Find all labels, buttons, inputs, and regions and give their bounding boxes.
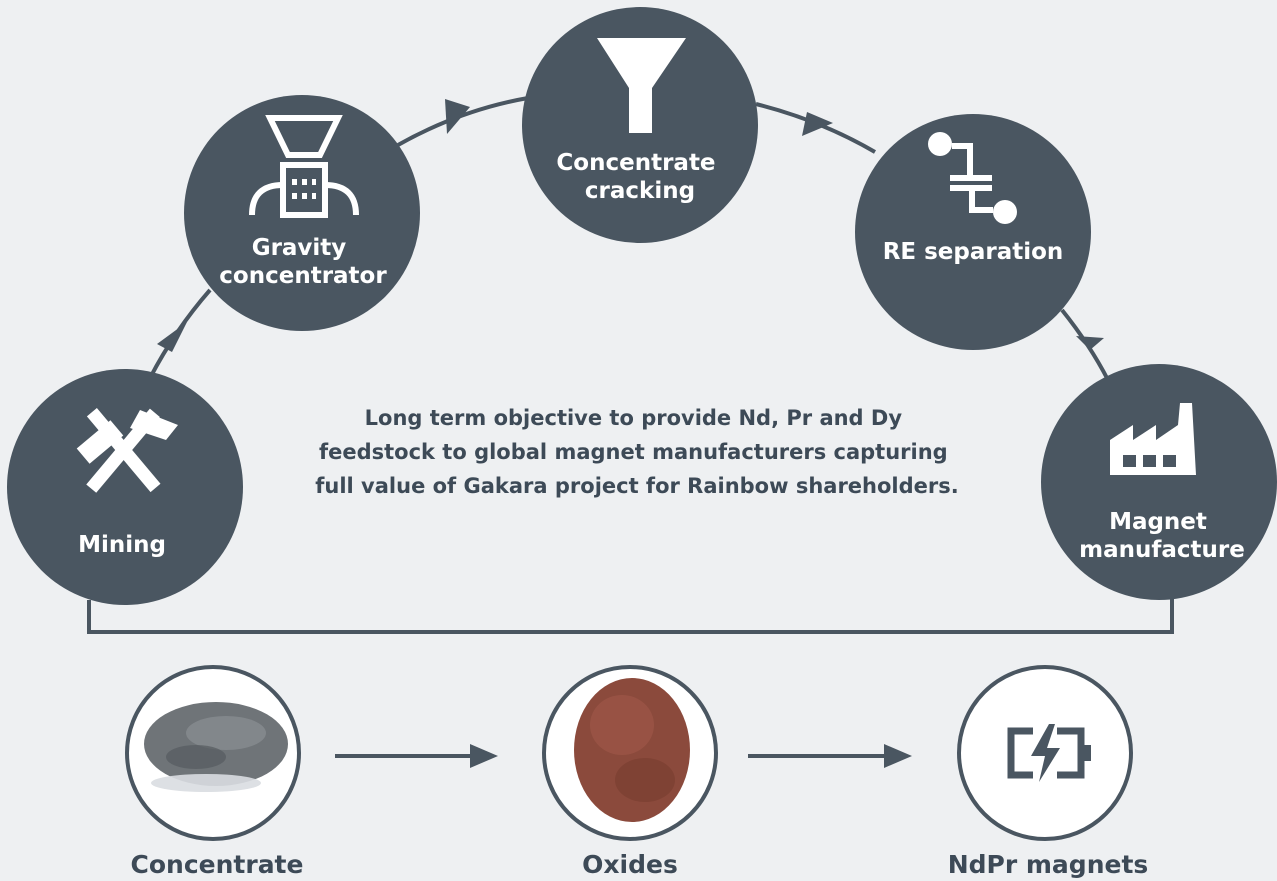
gravity-concentrator-icon	[249, 115, 359, 218]
arrowhead-to-magnet	[1076, 336, 1104, 350]
node-circle	[855, 114, 1091, 350]
battery-charging-icon	[1007, 724, 1091, 782]
node-re-separation: RE separation	[855, 114, 1091, 350]
svg-text:Concentrate cracking: Concentrate cracking	[556, 150, 723, 204]
node-label-line: manufacture	[1079, 537, 1245, 563]
product-label: Oxides	[582, 850, 678, 879]
node-label-line: Magnet	[1109, 509, 1207, 535]
arrowheads	[157, 99, 1104, 352]
product-oxides: Oxides	[542, 665, 718, 879]
node-concentrate-cracking: Concentrate cracking	[522, 7, 758, 243]
product-label: NdPr magnets	[948, 850, 1149, 879]
crossed-hammers-icon	[76, 407, 178, 493]
product-label: Concentrate	[131, 850, 304, 879]
svg-text:RE separation: RE separation	[883, 239, 1064, 265]
objective-statement: Long term objective to provide Nd, Pr an…	[315, 406, 958, 498]
objective-line: feedstock to global magnet manufacturers…	[319, 440, 948, 464]
flow-arrow-1	[335, 744, 498, 768]
funnel-icon	[597, 38, 686, 133]
node-label-line: Gravity	[252, 235, 347, 261]
objective-line: Long term objective to provide Nd, Pr an…	[365, 406, 903, 430]
arrowhead-to-separation	[802, 112, 833, 136]
node-circle	[7, 369, 243, 605]
separation-nodes-icon	[928, 132, 1017, 224]
arrowhead-to-gravity	[157, 322, 187, 352]
node-label-line: RE separation	[883, 239, 1064, 265]
flow-arrow-2	[748, 744, 912, 768]
node-label-line: cracking	[585, 178, 695, 204]
svg-text:Gravity concentrator: Gravity concentrator	[219, 235, 387, 289]
arrowhead-to-cracking	[445, 99, 470, 134]
product-concentrate: Concentrate	[125, 665, 304, 879]
node-label-line: Mining	[78, 532, 166, 558]
svg-text:Magnet manufacture: Magnet manufacture	[1079, 509, 1245, 563]
node-circle	[1041, 364, 1277, 600]
objective-line: full value of Gakara project for Rainbow…	[315, 474, 958, 498]
node-gravity-concentrator: Gravity concentrator	[184, 95, 420, 331]
node-label-line: Concentrate	[556, 150, 715, 176]
return-loop-line	[87, 595, 1174, 634]
svg-text:Mining: Mining	[78, 532, 166, 558]
factory-icon	[1110, 403, 1196, 475]
product-ndpr-magnets: NdPr magnets	[948, 665, 1149, 879]
node-magnet-manufacture: Magnet manufacture	[1041, 364, 1277, 600]
node-label-line: concentrator	[219, 263, 387, 289]
node-mining: Mining	[7, 369, 243, 605]
